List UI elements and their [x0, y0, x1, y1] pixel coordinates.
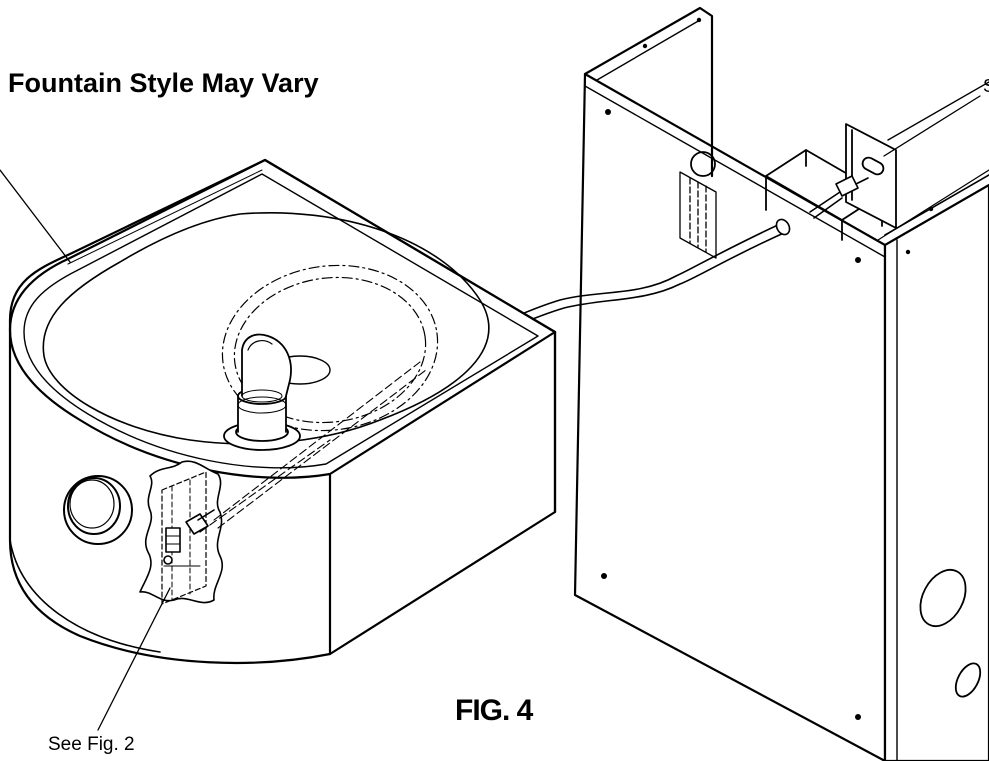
bubbler: [223, 333, 301, 451]
cabinet-screw-holes: [601, 17, 934, 720]
cabinet-access-hole: [690, 151, 716, 177]
fig-ref-leader: [97, 587, 171, 731]
edge-label-leader: [883, 95, 981, 157]
leader-lines: [0, 95, 981, 731]
mounting-bracket: [845, 81, 989, 229]
cabinet-side-panel: [883, 183, 989, 761]
style-note-leader: [0, 169, 71, 263]
fountain-bowl: [8, 158, 557, 665]
cabinet-top-edge: [584, 73, 886, 258]
cutaway-valve-section: [139, 460, 223, 605]
cabinet-back-flange: [583, 6, 714, 178]
bowl-rim-inner: [23, 173, 539, 469]
bowl-back-edge: [69, 159, 266, 255]
drain-outline: [221, 264, 439, 432]
cabinet-inner-edge: [596, 19, 701, 81]
cabinet-frame: [573, 6, 989, 761]
side-opening-large: [919, 568, 967, 628]
inner-fitting: [809, 175, 869, 219]
push-button: [63, 475, 133, 545]
figure-title: FIG. 4: [455, 694, 533, 727]
edge-part-label: S: [983, 76, 989, 97]
bowl-rim: [8, 158, 557, 479]
bowl-back-edge-2: [67, 169, 263, 265]
figure-reference-label: See Fig. 2: [48, 734, 135, 755]
bracket-slot: [679, 171, 717, 259]
style-note-label: Fountain Style May Vary: [8, 68, 319, 98]
side-opening-small: [954, 662, 982, 698]
bowl-front-bottom: [9, 539, 161, 653]
hidden-lines: [199, 361, 427, 533]
